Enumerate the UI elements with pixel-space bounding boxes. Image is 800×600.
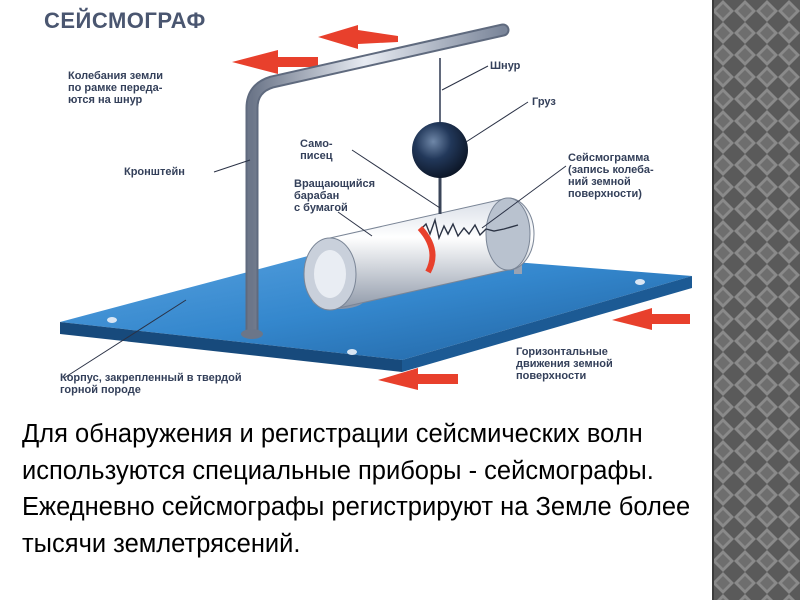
caption-text: Для обнаружения и регистрации сейсмическ… [22,416,712,562]
arrow-top-right [318,25,398,49]
label-horizontal-movement: Горизонтальные движения земной поверхнос… [516,346,613,382]
label-body: Корпус, закрепленный в твердой горной по… [60,372,242,396]
label-drum: Вращающийся барабан с бумагой [294,178,375,214]
label-cord: Шнур [490,60,520,72]
label-recorder: Само- писец [300,138,333,162]
label-bracket: Кронштейн [124,166,185,178]
diagram-title: СЕЙСМОГРАФ [44,8,206,34]
arrow-bottom-left [378,368,458,390]
label-frame-vibration: Колебания земли по рамке переда- ются на… [68,70,163,106]
label-weight: Груз [532,96,556,108]
label-seismogram: Сейсмограмма (запись колеба- ний земной … [568,152,654,200]
decorative-pattern-strip [712,0,800,600]
weight-ball [412,122,468,178]
arrow-right-upper [612,308,690,330]
